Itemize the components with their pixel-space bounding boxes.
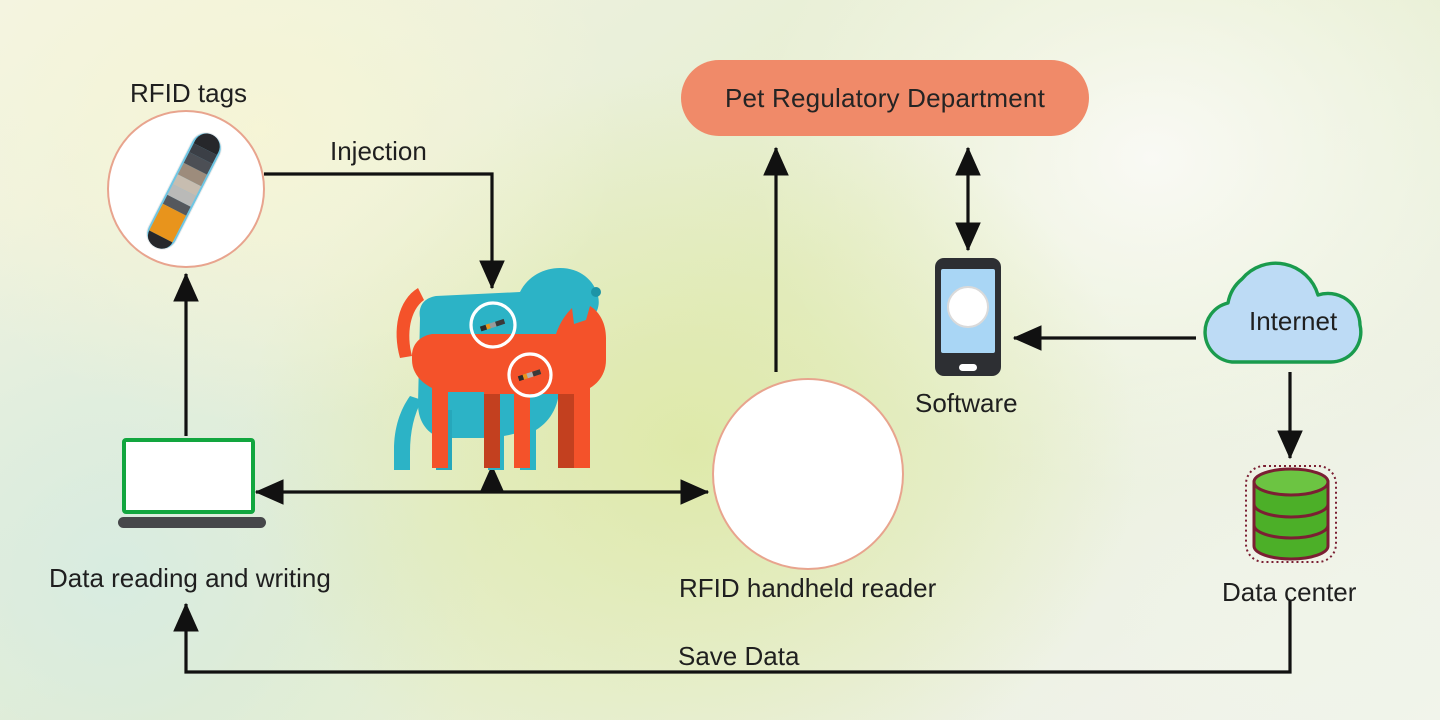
label-injection: Injection (330, 136, 427, 166)
department-label: Pet Regulatory Department (724, 82, 1046, 113)
phone-home-button[interactable] (959, 364, 977, 371)
node-rfid-tags[interactable] (107, 110, 265, 268)
label-data-reading-writing: Data reading and writing (49, 563, 331, 593)
cat-leg-shading (484, 394, 574, 468)
node-software-phone[interactable] (935, 258, 1001, 376)
laptop-screen (122, 438, 255, 514)
label-save-data: Save Data (678, 641, 800, 671)
label-software: Software (915, 388, 1018, 418)
implant-highlight-cat (507, 352, 553, 398)
node-pet-regulatory-department[interactable]: Pet Regulatory Department (681, 60, 1089, 136)
laptop-base (118, 517, 266, 528)
node-laptop[interactable] (118, 438, 266, 534)
cat-silhouette (396, 288, 606, 468)
label-rfid-tags: RFID tags (130, 78, 248, 108)
rfid-capsule-tag-icon (142, 128, 226, 254)
label-data-center: Data center (1222, 577, 1357, 607)
cloud-icon (1203, 261, 1363, 364)
database-cylinder-icon (1245, 465, 1337, 563)
label-rfid-handheld-reader: RFID handheld reader (679, 573, 937, 603)
label-internet: Internet (1249, 306, 1338, 336)
phone-app-icon (947, 286, 989, 328)
node-rfid-handheld-reader[interactable] (712, 378, 904, 570)
edge-injection (264, 172, 505, 290)
implant-highlight-dog (469, 301, 517, 349)
animals-illustration (394, 268, 606, 470)
edge-save-data (173, 600, 1292, 674)
